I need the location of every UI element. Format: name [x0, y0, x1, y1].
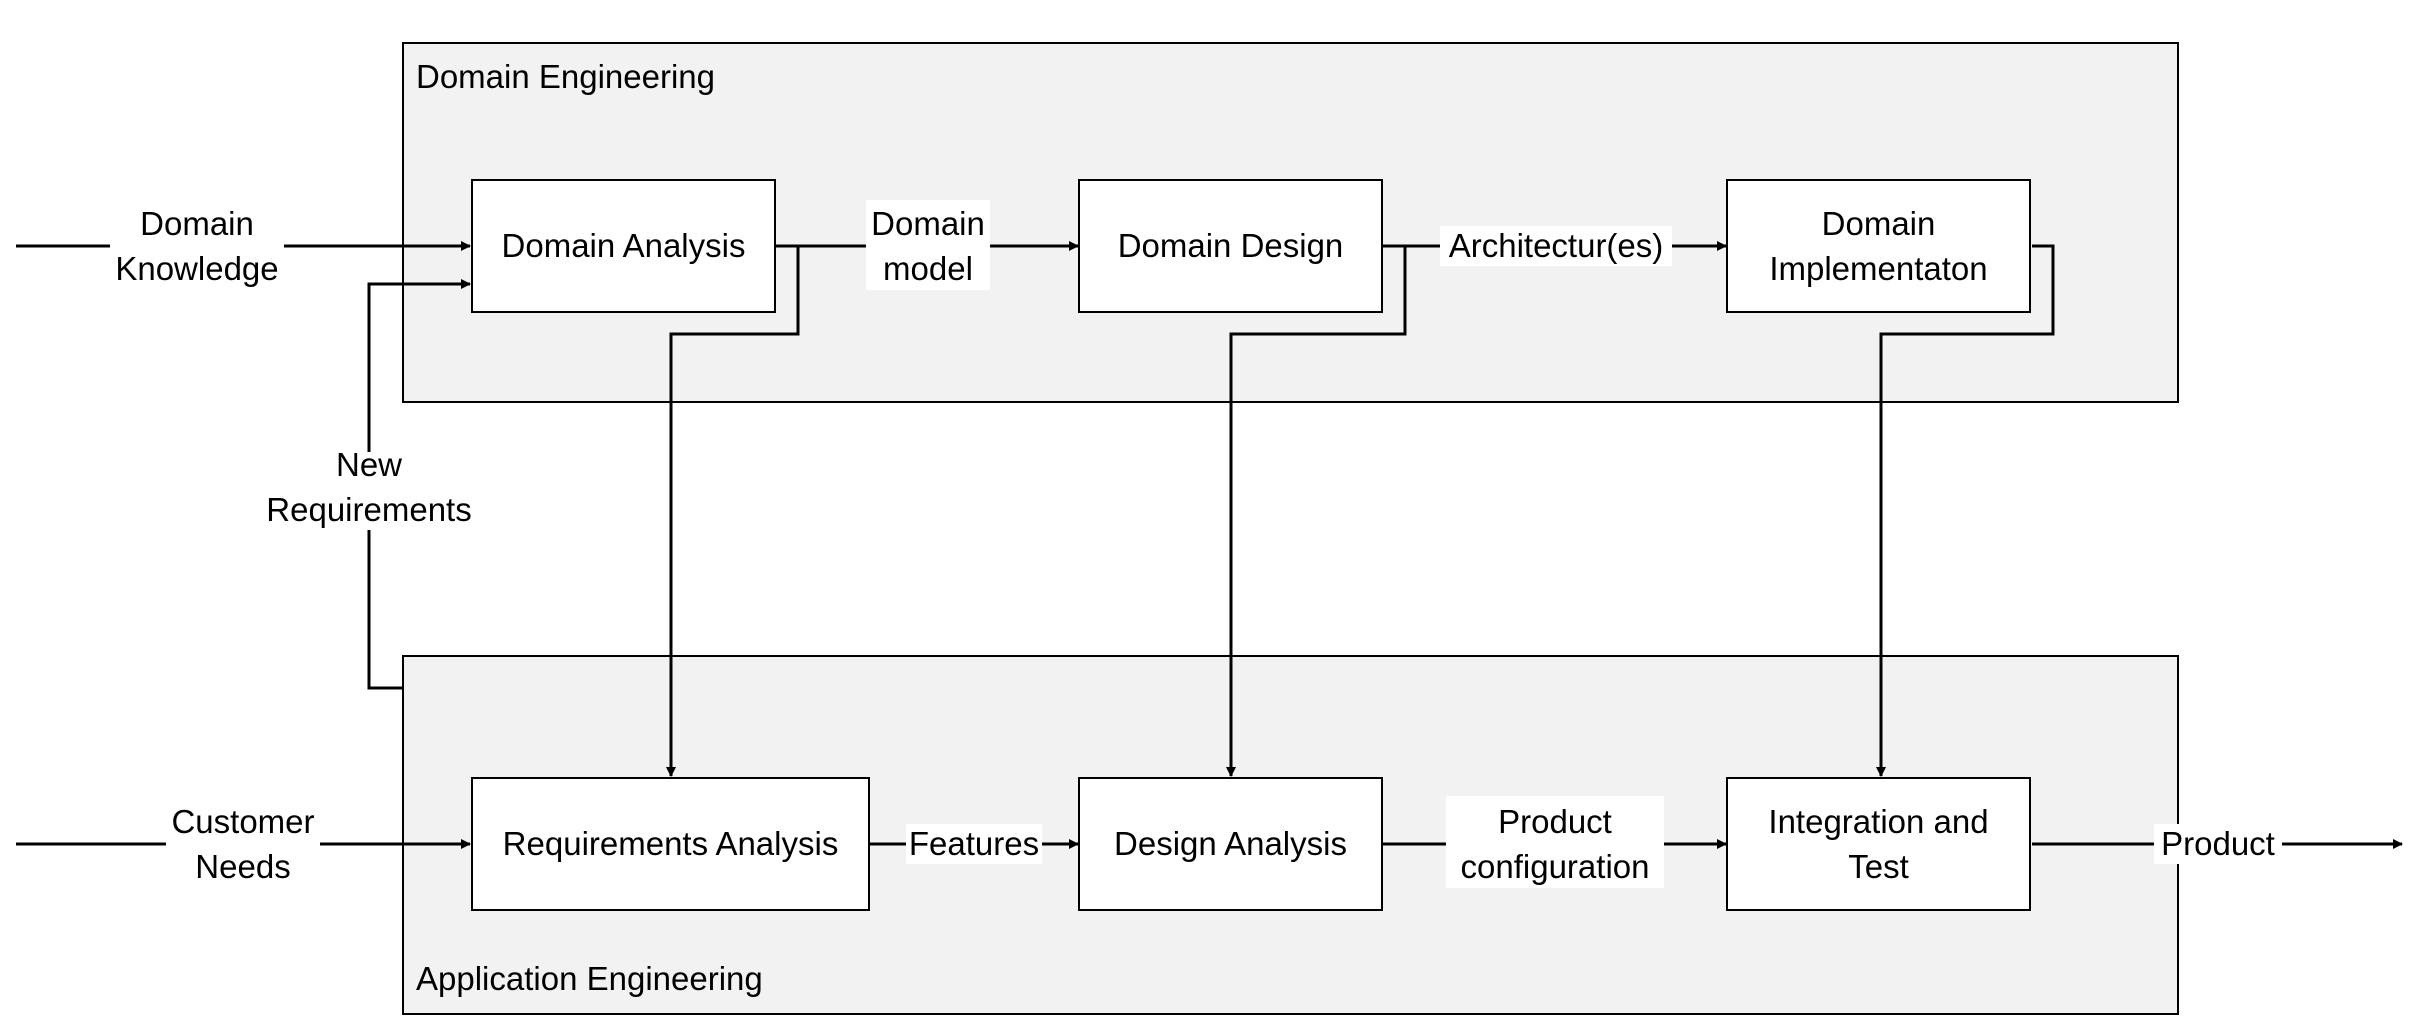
product-label-bg	[2154, 824, 2282, 864]
domain-knowledge-label-line2: Knowledge	[115, 250, 278, 287]
domain-engineering-title: Domain Engineering	[416, 58, 715, 95]
product-label: Product	[2161, 825, 2275, 862]
analysis-to-requirements-arrow	[666, 244, 800, 777]
product-configuration-label-bg	[1446, 796, 1664, 888]
domain-implementation-box	[1726, 179, 2031, 313]
requirements-analysis-box	[471, 777, 870, 911]
product-configuration-label-line2: configuration	[1461, 848, 1650, 885]
domain-model-label-bg	[866, 200, 990, 290]
requirements-analysis-label: Requirements Analysis	[503, 825, 839, 862]
design-analysis-box	[1078, 777, 1383, 911]
domain-model-label-line2: model	[883, 250, 973, 287]
domain-model-label-line1: Domain	[871, 205, 985, 242]
new-requirements-label-line1: New	[336, 446, 402, 483]
integration-and-test-box	[1726, 777, 2031, 911]
features-label-bg	[906, 824, 1042, 864]
integration-and-test-label-line1: Integration and	[1768, 803, 1988, 840]
customer-needs-label-line1: Customer	[171, 803, 314, 840]
implementation-to-integration-arrow	[1876, 244, 2055, 777]
new-requirements-arrow	[367, 279, 471, 452]
domain-analysis-box	[471, 179, 776, 313]
domain-design-label: Domain Design	[1118, 227, 1344, 264]
features-label: Features	[909, 825, 1039, 862]
new-requirements-line-lower	[367, 530, 403, 690]
integration-and-test-label-line2: Test	[1848, 848, 1909, 885]
architectures-label-bg	[1440, 226, 1672, 266]
domain-knowledge-label-line1: Domain	[140, 205, 254, 242]
new-requirements-label-line2: Requirements	[266, 491, 471, 528]
domain-design-box	[1078, 179, 1383, 313]
application-engineering-title: Application Engineering	[416, 960, 763, 997]
domain-implementation-label-line1: Domain	[1822, 205, 1936, 242]
product-configuration-label-line1: Product	[1498, 803, 1612, 840]
domain-analysis-label: Domain Analysis	[502, 227, 746, 264]
design-to-design-analysis-arrow	[1226, 244, 1407, 777]
domain-implementation-label-line2: Implementaton	[1769, 250, 1987, 287]
customer-needs-label-line2: Needs	[195, 848, 290, 885]
architectures-label: Architectur(es)	[1449, 227, 1664, 264]
design-analysis-label: Design Analysis	[1114, 825, 1347, 862]
